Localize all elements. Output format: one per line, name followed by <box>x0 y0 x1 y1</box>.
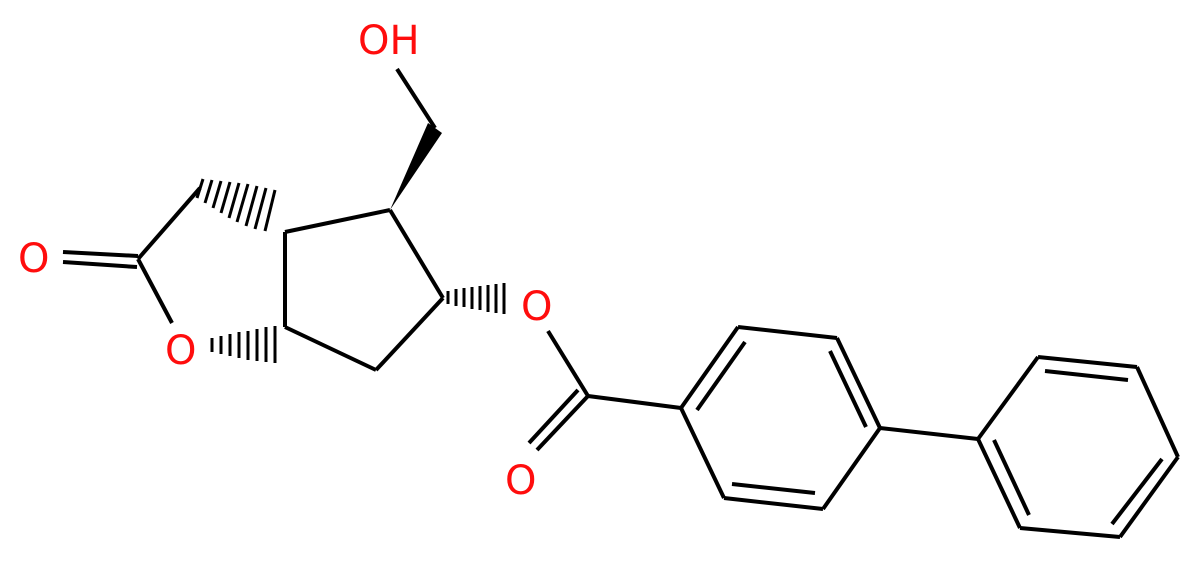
bond-ch2-oh <box>395 67 437 130</box>
bond-c2-carbonyl-o-b <box>62 260 138 269</box>
wedge-bond-c4-ch2 <box>390 123 442 210</box>
hashed-bond-c6a-ring-o <box>210 326 277 363</box>
bond-c4-c5 <box>388 208 445 300</box>
bond-c2-carbonyl-o-a <box>62 250 139 258</box>
bond-c4-c3a <box>284 208 391 234</box>
bond-ester-c-o-double-b <box>527 388 580 445</box>
hydroxyl-label: OH <box>358 18 420 64</box>
bond-ester-c-o-double-a <box>535 394 590 452</box>
phenyl-ring-terminal <box>976 355 1180 539</box>
benzene-ring-inner <box>679 325 882 511</box>
bond-c5-c6 <box>374 296 445 372</box>
ester-oxygen-label: O <box>521 284 552 330</box>
ester-carbonyl-oxygen-label: O <box>505 458 536 504</box>
bond-ester-c-aryl <box>587 394 682 410</box>
hashed-bond-c3a-c3 <box>195 178 277 232</box>
bond-c6-c6a <box>284 325 377 372</box>
bond-c2-c3 <box>136 186 202 261</box>
lactone-carbonyl-oxygen-label: O <box>18 236 49 282</box>
bond-c2-ring-o <box>136 258 174 324</box>
bond-biaryl <box>879 426 979 441</box>
hashed-bond-c5-ester-o <box>446 283 506 314</box>
bond-ester-o-carbonyl-c <box>546 329 590 398</box>
ring-oxygen-label: O <box>165 328 196 374</box>
